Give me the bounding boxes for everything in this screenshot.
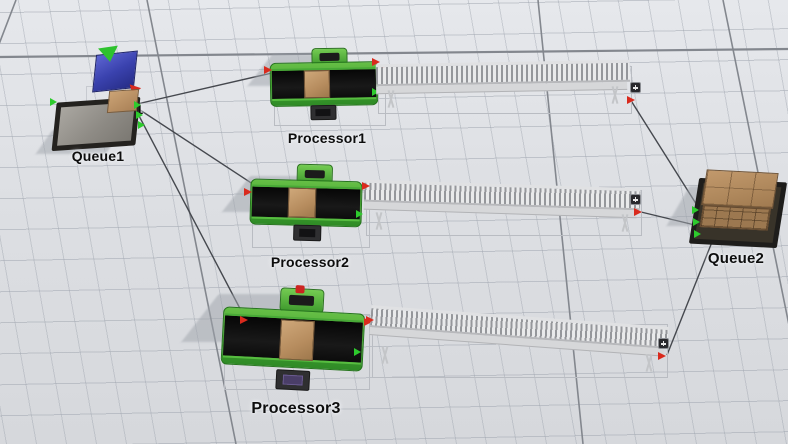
box-flowitem [303, 69, 331, 99]
conveyor2-object[interactable] [360, 176, 660, 248]
box-stack-front [699, 205, 771, 231]
queue2-object[interactable]: Queue2 [666, 166, 788, 270]
exit-point-icon [658, 352, 666, 360]
control-panel [275, 369, 311, 391]
box-flowitem [287, 187, 317, 219]
conveyor-leg [606, 86, 624, 104]
entry-point-icon [362, 182, 370, 190]
conveyor-leg [370, 212, 388, 230]
roller-bed [375, 59, 631, 96]
processor-machine [217, 282, 368, 393]
entry-point-icon [366, 316, 374, 324]
input-port-icon [692, 206, 699, 214]
processor3-label: Processor3 [251, 400, 341, 417]
output-port-icon [138, 121, 145, 129]
entry-point-icon [372, 58, 380, 66]
conveyor-leg [616, 214, 634, 232]
box-flowitem [278, 319, 315, 362]
input-port-icon [693, 218, 700, 226]
conveyor1-object[interactable] [372, 56, 648, 126]
exit-transfer-icon[interactable] [630, 82, 641, 93]
queue1-object[interactable]: Queue1 [35, 88, 148, 172]
exit-transfer-icon[interactable] [630, 194, 641, 205]
box-stack-top [701, 169, 779, 209]
output-port-icon [354, 348, 361, 356]
exit-point-icon [634, 208, 642, 216]
output-port-icon [136, 111, 143, 119]
output-port-icon [134, 101, 141, 109]
queue2-label: Queue2 [707, 250, 765, 267]
processor3-object[interactable]: Processor3 [181, 282, 378, 418]
conveyor3-object[interactable] [364, 305, 686, 384]
connector-queue1-processor1 [136, 72, 273, 105]
exit-transfer-icon[interactable] [658, 338, 669, 349]
input-port-icon [264, 66, 272, 74]
box-stack [697, 169, 779, 232]
processor2-label: Processor2 [270, 254, 350, 270]
processor1-label: Processor1 [287, 130, 367, 146]
input-port-icon [694, 230, 701, 238]
input-port-icon [240, 316, 248, 324]
control-panel [310, 104, 337, 121]
exit-point-icon [627, 96, 635, 104]
input-port-icon [50, 98, 57, 106]
conveyor-leg [640, 354, 658, 372]
control-panel [293, 224, 322, 242]
conveyor-leg [376, 346, 394, 364]
processor-machine [269, 47, 382, 125]
source-direction-arrow-icon [98, 45, 120, 64]
conveyor-leg [382, 90, 400, 108]
processor2-object[interactable]: Processor2 [221, 162, 376, 272]
input-port-icon [244, 188, 252, 196]
processor-machine [249, 162, 367, 245]
queue1-label: Queue1 [71, 148, 125, 164]
warning-light-icon [295, 285, 306, 294]
